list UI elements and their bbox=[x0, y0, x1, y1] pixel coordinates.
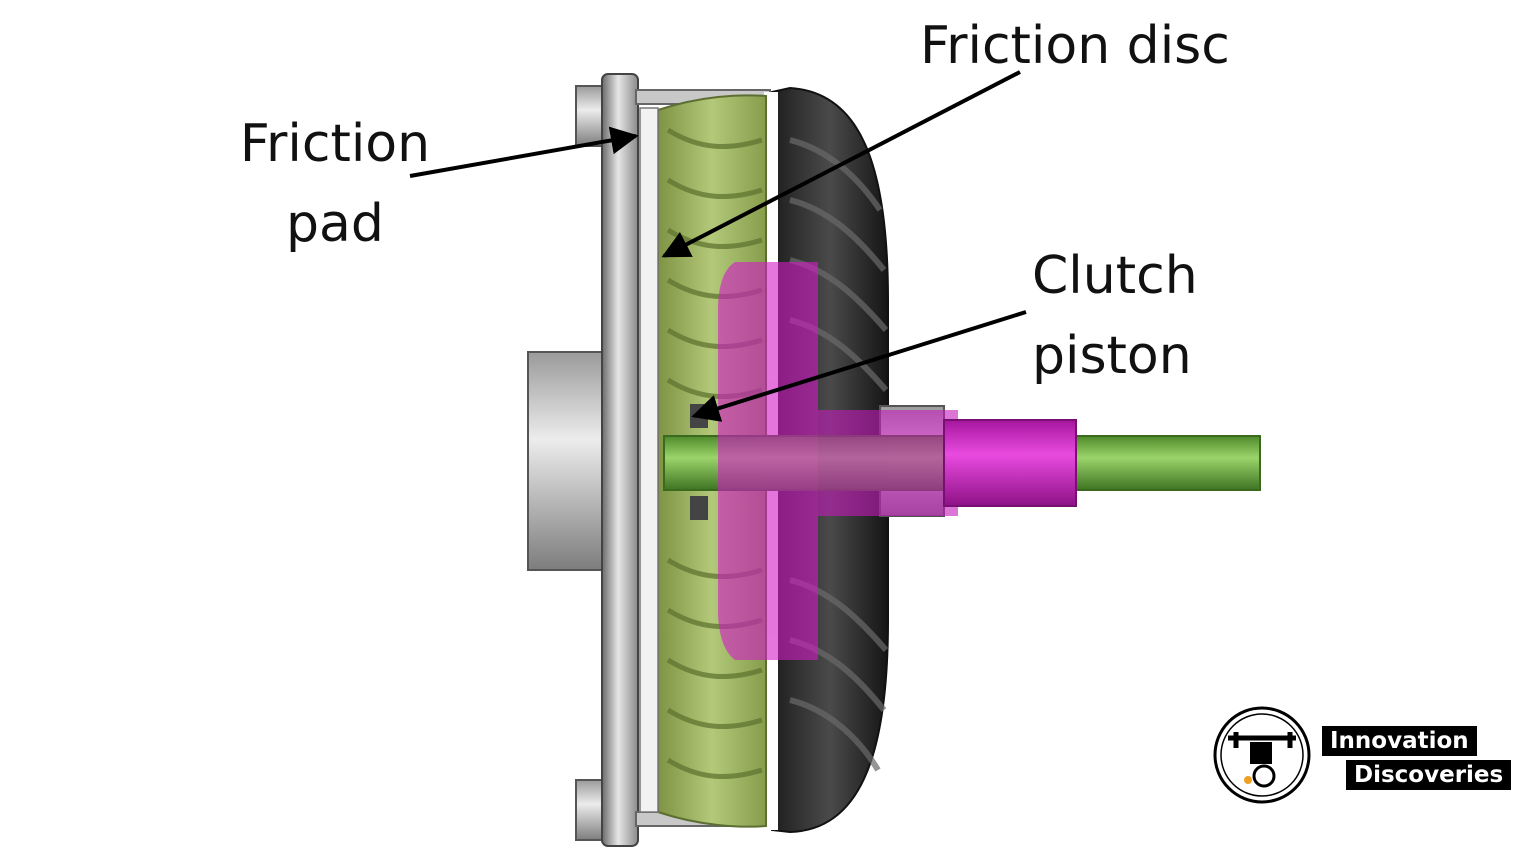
seal-lower bbox=[690, 496, 708, 520]
cover-plate bbox=[601, 73, 639, 847]
clutch-piston-label-line2: piston bbox=[1032, 326, 1192, 386]
logo-text-line1: Innovation bbox=[1322, 726, 1477, 756]
clutch-piston-arrow bbox=[691, 310, 1027, 422]
friction-pad-label-line2: pad bbox=[286, 194, 384, 254]
friction-disc-arrow bbox=[661, 70, 1021, 258]
clutch-piston-part bbox=[718, 262, 958, 660]
friction-disc-label: Friction disc bbox=[920, 16, 1230, 76]
friction-pad-arrow bbox=[409, 126, 639, 178]
friction-pad-label: Friction pad bbox=[230, 104, 440, 264]
logo-text-line2: Discoveries bbox=[1346, 760, 1512, 790]
friction-pad-label-line1: Friction bbox=[239, 114, 431, 174]
clutch-piston-label-line1: Clutch bbox=[1032, 246, 1198, 306]
left-hub bbox=[527, 351, 609, 571]
clutch-piston-label: Clutch piston bbox=[1032, 236, 1198, 396]
friction-pad-strip bbox=[639, 107, 659, 813]
logo-emblem bbox=[1213, 706, 1311, 804]
output-sleeve bbox=[943, 419, 1077, 507]
